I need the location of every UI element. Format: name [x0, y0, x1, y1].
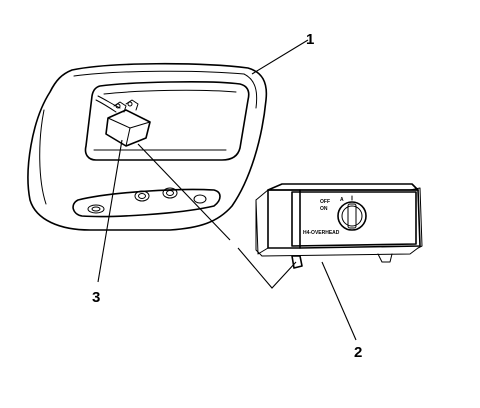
switch-module: [255, 183, 423, 269]
marking-on: ON: [320, 206, 328, 212]
leader-lines: [97, 39, 357, 341]
callout-1: 1: [306, 31, 314, 48]
callout-3: 3: [92, 289, 100, 306]
console-housing: [27, 62, 268, 231]
harness-connector: [95, 95, 151, 147]
marking-auto: A: [340, 197, 344, 203]
marking-off: OFF: [320, 199, 330, 205]
marking-part-code: H4-OVERHEAD: [303, 230, 340, 236]
callout-2: 2: [354, 344, 362, 361]
